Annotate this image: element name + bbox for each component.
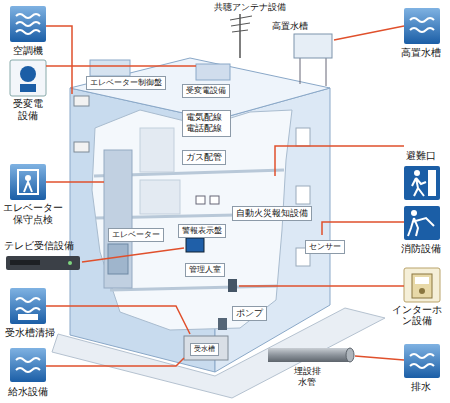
part-label: ガス配管 <box>186 152 222 163</box>
part-label: 受変電設備 <box>186 86 226 96</box>
part-label-box: 管理人室 <box>185 263 225 277</box>
icon-label: 埋設排水管 <box>292 366 322 388</box>
part-label-box: 電気配線 電話配線 <box>182 110 231 137</box>
part-label: 受水槽 <box>194 345 215 354</box>
icon-label: 高置水槽 <box>396 47 446 59</box>
icon-label: 給水設備 <box>3 386 53 398</box>
part-label: 共聴アンテナ設備 <box>214 2 286 13</box>
part-label: エレベーター <box>112 230 160 240</box>
part-label-box: 受水槽 <box>190 343 219 356</box>
part-label-box: センサー <box>305 240 345 254</box>
part-label: エレベーター制御盤 <box>90 78 162 88</box>
part-label-box: エレベーター <box>108 228 164 242</box>
icon-label: 受水槽清掃 <box>2 327 58 339</box>
icon-label: 消防設備 <box>396 243 446 255</box>
part-label-box: 警報表示盤 <box>178 224 226 238</box>
part-label-box: ガス配管 <box>182 150 226 165</box>
part-label: 電気配線 電話配線 <box>186 112 227 135</box>
part-label-box: ポンプ <box>232 306 267 321</box>
icon-label: インターホン設備 <box>388 304 446 327</box>
part-label: 自動火災報知設備 <box>236 208 308 219</box>
part-label: 高置水槽 <box>272 21 308 32</box>
icon-label: 空調機 <box>6 45 50 57</box>
icon-label: 避難口 <box>396 150 446 162</box>
icon-label: 排水 <box>396 381 446 393</box>
part-label: 管理人室 <box>189 265 221 275</box>
part-label-box: 受変電設備 <box>182 84 230 98</box>
part-label-box: エレベーター制御盤 <box>86 76 166 90</box>
part-label: 警報表示盤 <box>182 226 222 236</box>
part-label-box: 自動火災報知設備 <box>232 206 312 221</box>
part-label: センサー <box>309 242 341 252</box>
part-label: ポンプ <box>236 308 263 319</box>
icon-label: 受変電設備 <box>12 98 44 122</box>
icon-label: テレビ受信設備 <box>4 240 84 252</box>
icon-label: エレベーター保守点検 <box>2 202 64 226</box>
